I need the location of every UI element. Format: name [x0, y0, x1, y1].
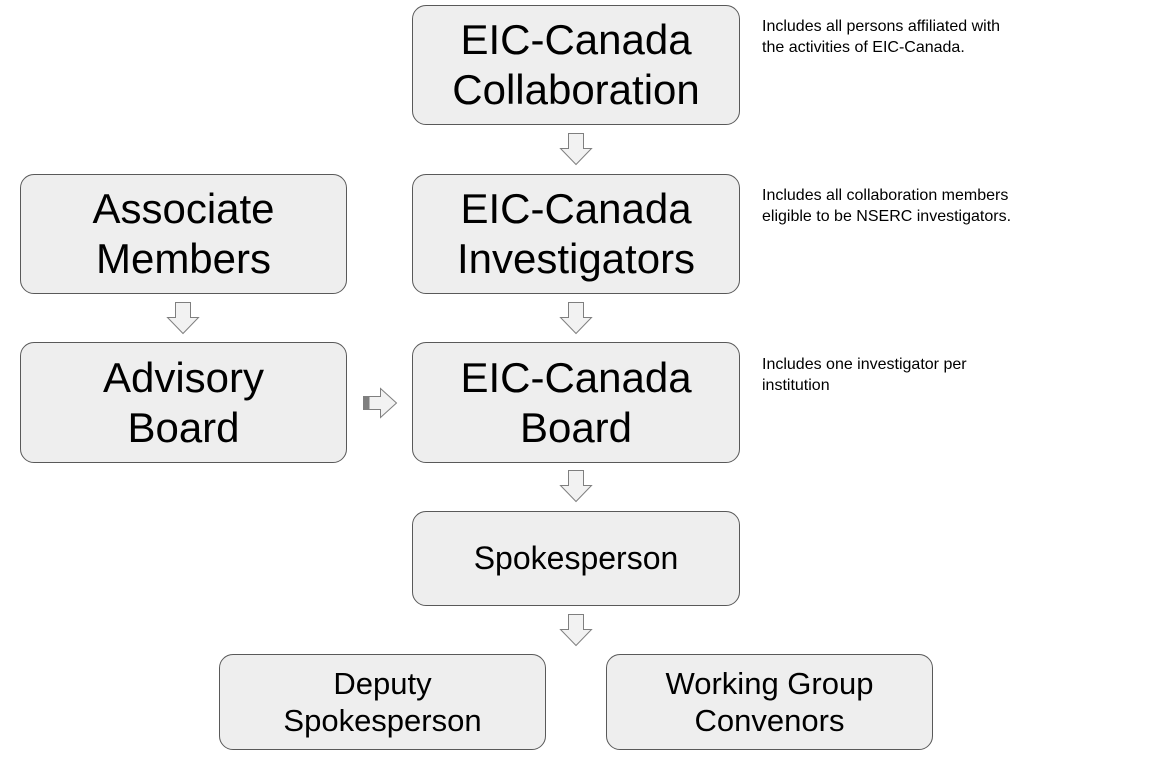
down-arrow-icon — [559, 614, 593, 647]
node-deputy-spokesperson: Deputy Spokesperson — [219, 654, 546, 750]
node-spokesperson: Spokesperson — [412, 511, 740, 606]
note-investigators: Includes all collaboration members eligi… — [762, 185, 1011, 227]
node-label-line: Convenors — [694, 703, 845, 738]
node-label-line: Working Group — [665, 666, 874, 701]
node-label-line: Board — [127, 403, 240, 451]
node-label-line: Deputy — [333, 666, 432, 701]
down-arrow-icon — [559, 470, 593, 503]
note-collaboration: Includes all persons affiliated with the… — [762, 16, 1000, 58]
node-label-line: Collaboration — [452, 66, 700, 113]
node-label-line: Spokesperson — [473, 540, 679, 576]
node-label-line: Members — [95, 235, 272, 282]
node-label-line: Associate — [92, 185, 275, 232]
node-label-line: Advisory — [102, 353, 265, 401]
down-arrow-icon — [559, 133, 593, 166]
right-arrow-icon — [363, 387, 398, 419]
note-line: Includes one investigator per — [762, 356, 967, 373]
node-eic-canada-collaboration: EIC-Canada Collaboration — [412, 5, 740, 125]
node-advisory-board: Advisory Board — [20, 342, 347, 463]
note-board: Includes one investigator per institutio… — [762, 354, 967, 396]
node-eic-canada-board: EIC-Canada Board — [412, 342, 740, 463]
down-arrow-icon — [559, 302, 593, 335]
note-line: institution — [762, 377, 830, 394]
note-line: Includes all collaboration members — [762, 187, 1009, 204]
down-arrow-icon — [166, 302, 200, 335]
node-label-line: EIC-Canada — [460, 16, 692, 63]
note-line: the activities of EIC-Canada. — [762, 39, 965, 56]
node-label-line: Board — [519, 403, 633, 451]
node-working-group-convenors: Working Group Convenors — [606, 654, 933, 750]
note-line: Includes all persons affiliated with — [762, 18, 1001, 35]
node-eic-canada-investigators: EIC-Canada Investigators — [412, 174, 740, 294]
node-label-line: Spokesperson — [283, 703, 482, 738]
node-label-line: EIC-Canada — [460, 353, 692, 401]
node-label-line: Investigators — [456, 235, 696, 282]
node-label-line: EIC-Canada — [460, 185, 692, 232]
note-line: eligible to be NSERC investigators. — [762, 208, 1012, 225]
node-associate-members: Associate Members — [20, 174, 347, 294]
